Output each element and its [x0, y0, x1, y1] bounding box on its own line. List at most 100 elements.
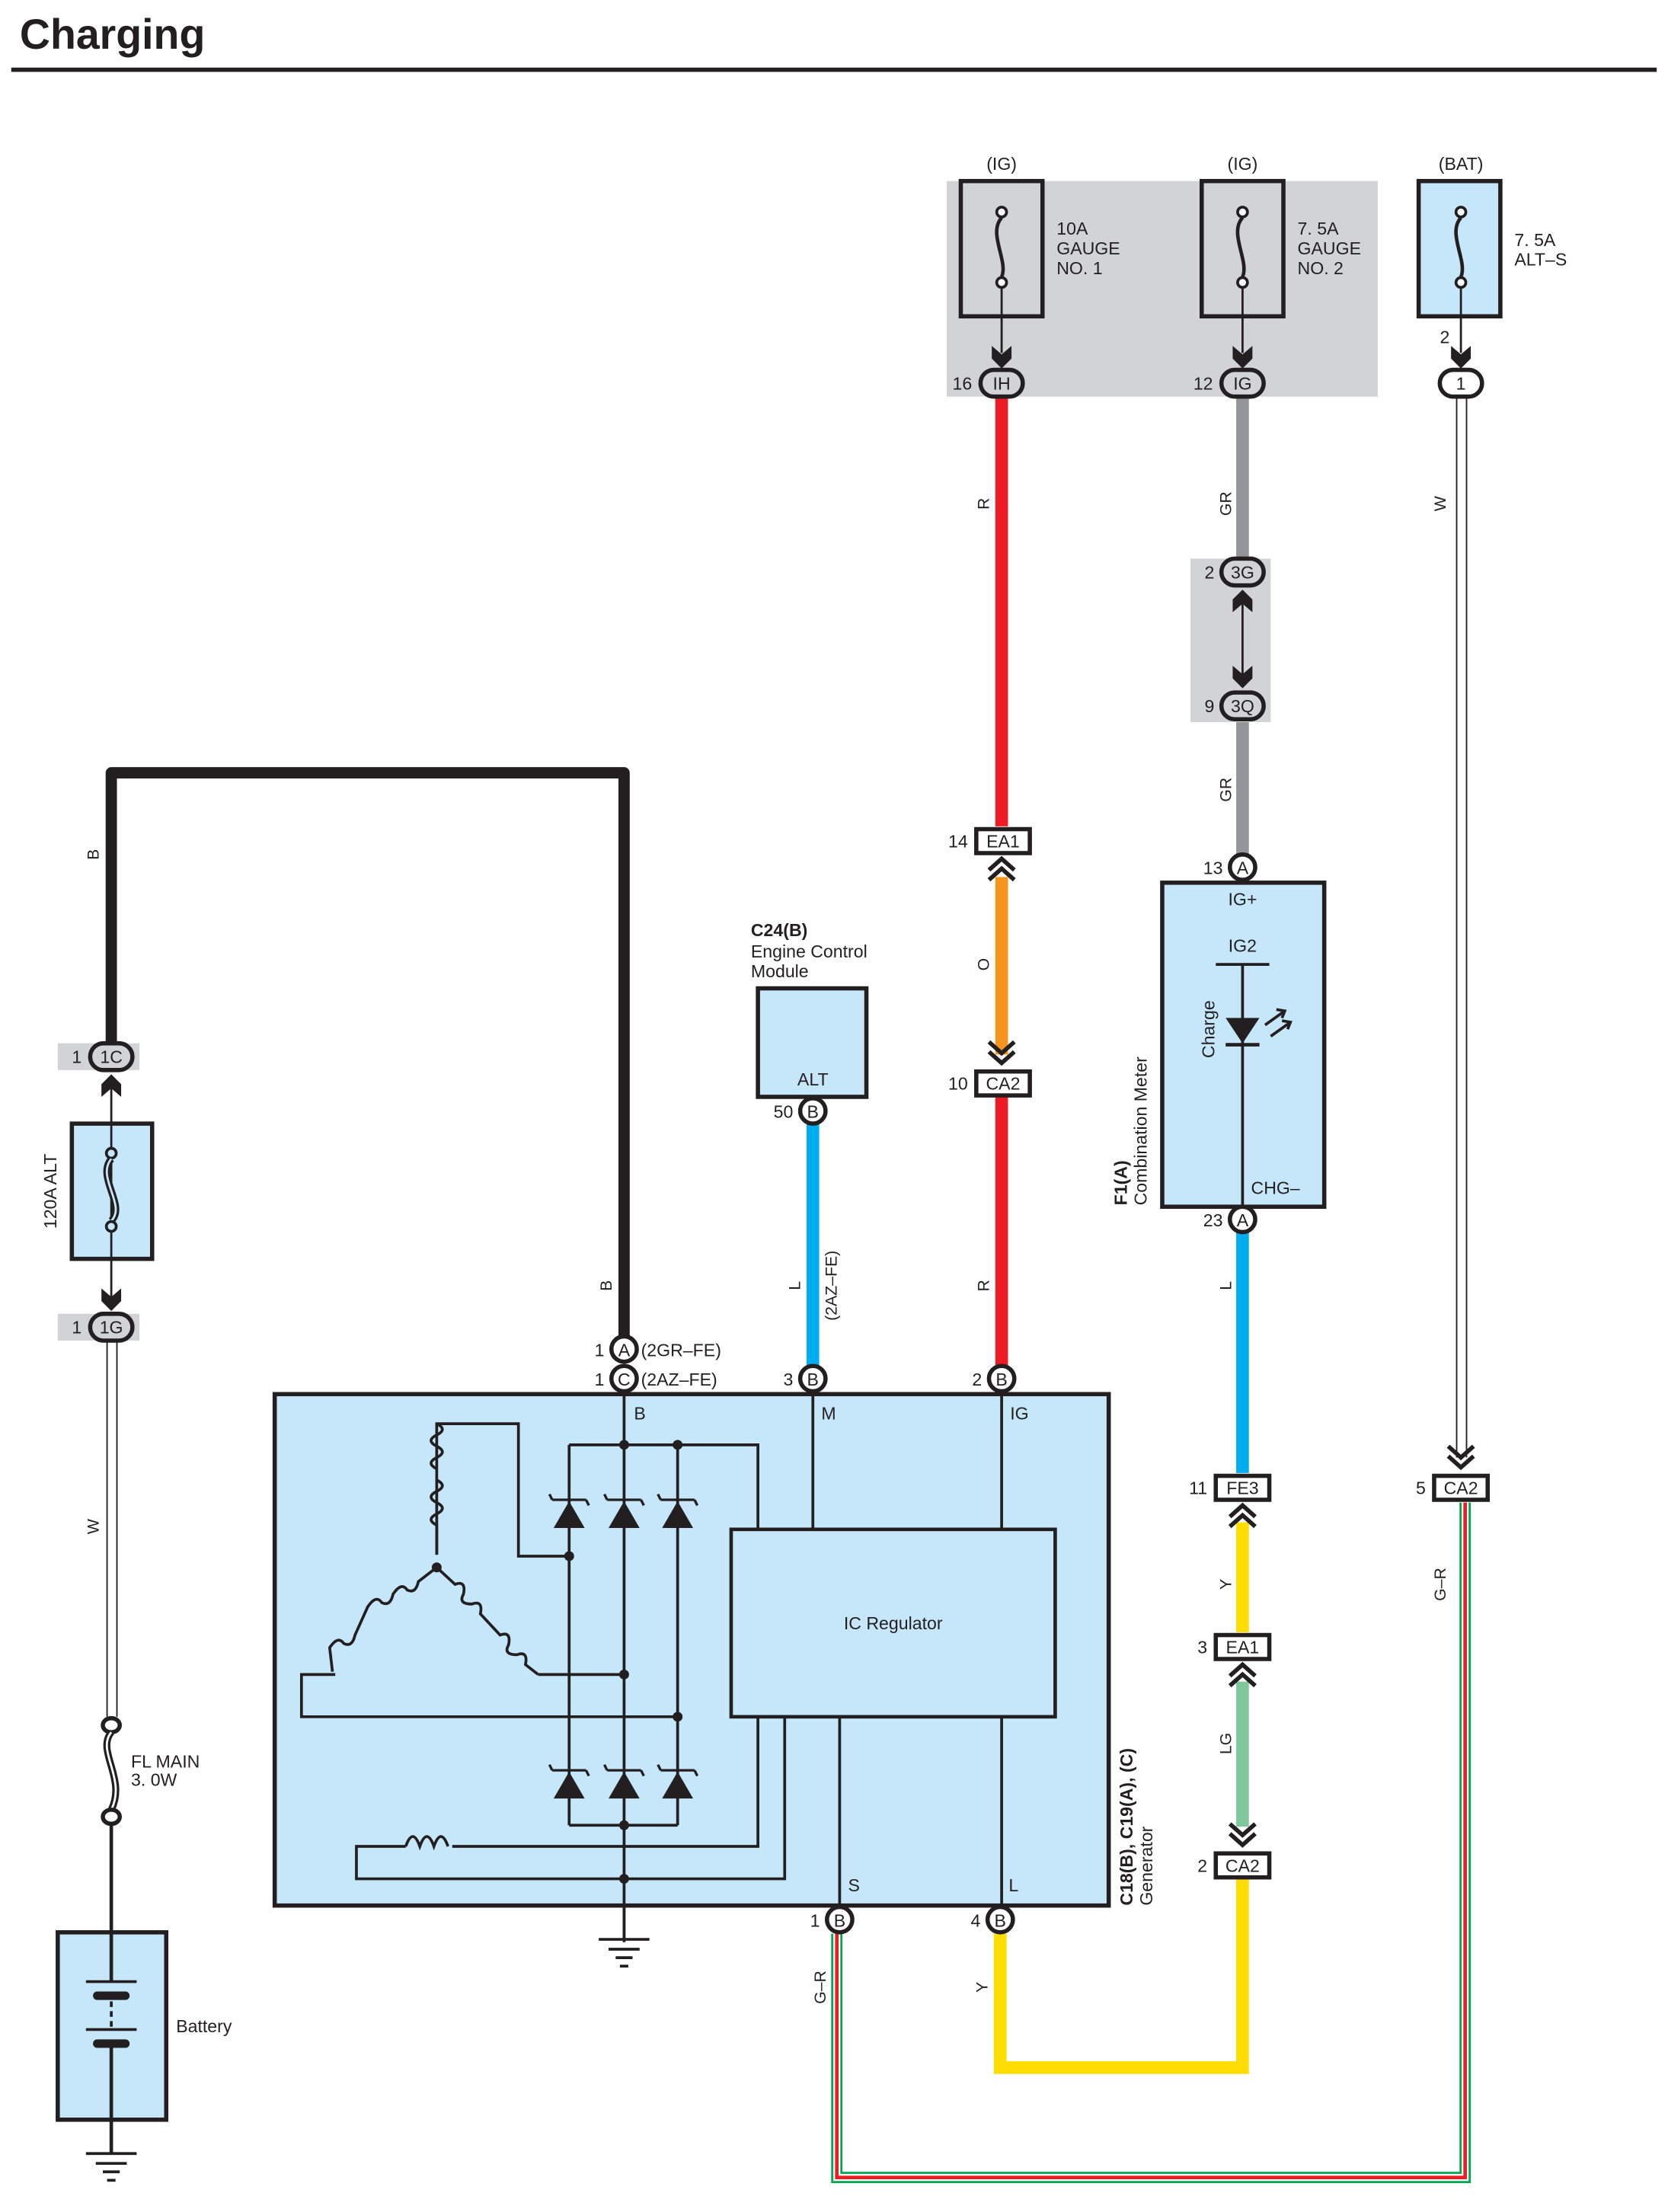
fusible-link-icon — [103, 1730, 120, 1811]
wire-g-r[interactable] — [831, 1502, 1471, 2184]
gen-ig-pin: 2 — [972, 1370, 982, 1389]
gen-c-note: (2AZ–FE) — [641, 1370, 717, 1389]
gen-s-pin: 1 — [810, 1910, 820, 1930]
connector-1c[interactable] — [88, 1040, 135, 1072]
connector-1c-code: 1C — [100, 1047, 123, 1067]
connector-3q-pin: 9 — [1205, 696, 1215, 716]
wire-l-ecm-label: L — [786, 1281, 804, 1290]
connector-code: CA2 — [986, 1074, 1020, 1094]
gen-l-pin: 4 — [971, 1910, 981, 1930]
stator-coil-icon — [328, 1422, 539, 1676]
connector-gen-m3[interactable] — [797, 1363, 828, 1394]
gen-terminal-s: S — [848, 1875, 859, 1895]
meter-name: Combination Meter — [1131, 1056, 1151, 1206]
gen-terminal-l: L — [1008, 1875, 1018, 1895]
connector-pin: 2 — [1197, 1856, 1207, 1875]
wire-w-left-label: W — [84, 1519, 102, 1534]
connector-gen-l4[interactable] — [985, 1904, 1015, 1935]
chevron-up-icon — [989, 858, 1014, 880]
ecm-pin-code: B — [807, 1102, 819, 1122]
ground-icon — [599, 1905, 650, 1968]
meter-top-code: A — [1237, 858, 1249, 878]
fuse-gauge-no2: (IG) 7. 5A GAUGE NO. 2 IG 12 — [1193, 154, 1361, 399]
gen-terminal-m: M — [821, 1404, 836, 1424]
wire-r-bottom-label: R — [974, 1280, 992, 1291]
battery-cell-icon — [85, 1980, 137, 2048]
connector-1g-code: 1G — [100, 1318, 123, 1338]
fuse-alts-supply: (BAT) — [1439, 154, 1484, 174]
junction-dot — [431, 1562, 442, 1573]
wire-y-bottom-label: Y — [973, 1982, 992, 1993]
meter-ig-plus: IG+ — [1228, 889, 1257, 909]
meter-ig2: IG2 — [1229, 935, 1257, 955]
connector-meter-23[interactable] — [1227, 1204, 1257, 1235]
fuse-alts-pin: 2 — [1440, 327, 1449, 347]
wire-y-bottom[interactable] — [993, 1878, 1249, 2074]
connector-ca2-10[interactable]: CA2 10 — [948, 1069, 1032, 1098]
chevron-down-icon — [1448, 1446, 1473, 1468]
connector-code: CA2 — [1225, 1856, 1260, 1875]
connector-3q[interactable] — [1219, 690, 1266, 722]
gen-m-pin: 3 — [784, 1370, 794, 1389]
engine-control-module: C24(B) Engine Control Module ALT B 50 — [751, 920, 869, 1126]
ecm-code: C24(B) — [751, 920, 807, 940]
connector-3g-code: 3G — [1231, 562, 1254, 582]
meter-chg-minus: CHG– — [1251, 1178, 1300, 1198]
ecm-name-1: Engine Control — [751, 941, 868, 961]
fusible-link-icon — [103, 1146, 120, 1233]
charge-lamp-led-icon — [1225, 1008, 1293, 1047]
wire-w-right-label: W — [1431, 496, 1449, 511]
connector-gen-s1[interactable] — [824, 1904, 855, 1935]
instrument-panel-junction-block — [946, 181, 1378, 397]
gen-a-code: A — [618, 1340, 631, 1360]
connector-1g[interactable] — [88, 1312, 135, 1343]
wire-gr-bottom-label: GR — [1217, 778, 1235, 802]
connector-ih[interactable] — [978, 367, 1025, 399]
generator: A 1 (2GR–FE) C 1 (2AZ–FE) B 3 B 2 B M IG… — [272, 1334, 1156, 1968]
connector-ig[interactable] — [1219, 367, 1266, 399]
connector-gen-a1[interactable] — [609, 1334, 639, 1364]
connector-ih-pin: 16 — [953, 373, 973, 393]
connector-pin: 14 — [948, 832, 968, 852]
meter-code: F1(A) — [1111, 1160, 1131, 1205]
connector-gen-c1[interactable] — [609, 1363, 639, 1394]
gen-terminal-b: B — [634, 1404, 645, 1424]
fuse-alts-rating: 7. 5A — [1514, 230, 1556, 250]
page-title: Charging — [20, 11, 205, 58]
ic-regulator-label: IC Regulator — [844, 1613, 943, 1633]
battery-label: Battery — [176, 2016, 232, 2036]
connector-ea1-14[interactable]: EA1 14 — [948, 826, 1032, 855]
wire-g-r-right-label: G–R — [1431, 1568, 1449, 1601]
rotor-coil-icon — [404, 1835, 449, 1851]
connector-3g[interactable] — [1219, 556, 1266, 588]
connector-ca2-5[interactable]: CA2 5 — [1416, 1473, 1491, 1502]
wire-w-left[interactable] — [106, 1340, 118, 1717]
fuse-gauge1-name2: NO. 1 — [1056, 258, 1102, 278]
gen-c-code: C — [618, 1370, 631, 1389]
fusible-link-120a-alt: 1C 1 120A ALT 1G 1 — [40, 1040, 155, 1343]
fuse-120a-alt-label: 120A ALT — [40, 1154, 60, 1229]
connector-ea1-3[interactable]: EA1 3 — [1197, 1632, 1272, 1661]
gen-a-pin: 1 — [595, 1340, 605, 1360]
connector-fe3-11[interactable]: FE3 11 — [1189, 1473, 1272, 1502]
wire-o-label: O — [974, 958, 992, 971]
wire-y-top-label: Y — [1217, 1579, 1235, 1590]
fuse-gauge1-supply: (IG) — [986, 154, 1017, 174]
connector-1[interactable] — [1437, 367, 1484, 399]
connector-gen-ig2[interactable] — [986, 1363, 1017, 1394]
connector-pin: 3 — [1197, 1638, 1207, 1657]
wire-b-main[interactable] — [105, 767, 630, 1340]
battery: Battery — [56, 1930, 232, 2182]
connector-ecm-50[interactable] — [797, 1096, 828, 1126]
wire-w-right[interactable] — [1456, 396, 1468, 1458]
gen-ig-code: B — [995, 1370, 1007, 1389]
fusible-link-fl-main: FL MAIN 3. 0W — [101, 1715, 200, 1932]
connector-pin: 11 — [1189, 1478, 1207, 1498]
connector-meter-13[interactable] — [1227, 852, 1257, 882]
connector-ig-code: IG — [1233, 373, 1251, 393]
fuse-icon — [995, 206, 1008, 353]
meter-bottom-code: A — [1237, 1210, 1249, 1230]
connector-ca2-2[interactable]: CA2 2 — [1197, 1851, 1272, 1880]
junction-dots — [564, 1440, 683, 1884]
